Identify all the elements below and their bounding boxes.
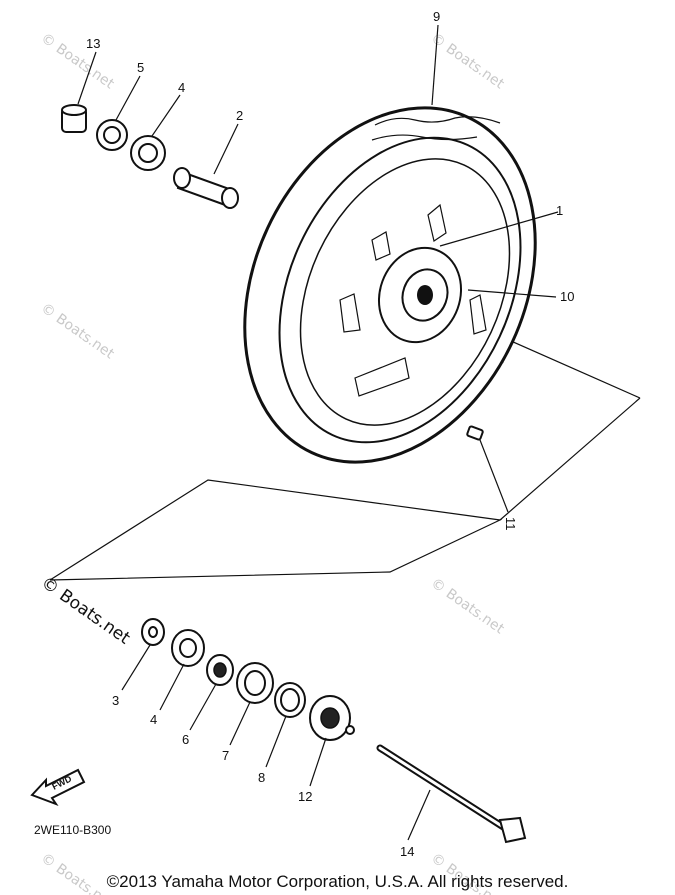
callout-2: 2 <box>236 108 243 123</box>
callout-1: 1 <box>556 203 563 218</box>
part-4-bearing-upper <box>130 135 166 171</box>
callout-6: 6 <box>182 732 189 747</box>
spoke-cutout <box>469 294 487 335</box>
callout-8: 8 <box>258 770 265 785</box>
part-14-axle <box>376 744 527 844</box>
spoke-cutout <box>339 293 361 333</box>
callout-10: 10 <box>560 289 574 304</box>
tread-pattern <box>374 116 501 126</box>
part-3-oil-seal <box>141 618 165 646</box>
leader-lines <box>77 24 559 841</box>
callout-7: 7 <box>222 748 229 763</box>
wheel-assembly <box>243 106 537 464</box>
watermark-5: © Boats.net <box>428 575 508 637</box>
callout-13: 13 <box>86 36 100 51</box>
upper-parts <box>61 104 239 209</box>
spoke-cutout <box>354 357 410 397</box>
spoke-cutout <box>427 203 447 242</box>
callout-11: 11 <box>503 517 518 531</box>
watermark-main: © Boats.net <box>37 573 134 649</box>
hub-center <box>417 285 433 305</box>
callout-numbers: 13 5 4 2 9 1 10 11 3 4 6 7 8 12 14 <box>86 9 574 859</box>
part-12-gear-unit <box>309 695 355 741</box>
callout-9: 9 <box>433 9 440 24</box>
part-8-seal <box>274 682 306 718</box>
watermark-1: © Boats.net <box>38 30 118 92</box>
part-5-bearing <box>96 119 128 151</box>
watermark-2: © Boats.net <box>428 30 508 92</box>
callout-4-upper: 4 <box>178 80 185 95</box>
spoke-cutout <box>371 231 391 261</box>
callout-12: 12 <box>298 789 312 804</box>
diagram-code: 2WE110-B300 <box>34 823 111 837</box>
part-2-spacer-tube <box>173 167 239 209</box>
copyright-notice: ©2013 Yamaha Motor Corporation, U.S.A. A… <box>106 872 569 891</box>
callout-5: 5 <box>137 60 144 75</box>
valve-cap <box>466 425 484 441</box>
part-6-clutch <box>206 654 234 686</box>
fwd-arrow-icon: FWD <box>30 768 86 807</box>
part-7-gear <box>236 662 274 704</box>
part-4-bearing-lower <box>171 629 205 667</box>
watermark-3: © Boats.net <box>38 300 118 362</box>
part-13-spacer <box>61 104 87 133</box>
callout-4-lower: 4 <box>150 712 157 727</box>
callout-3: 3 <box>112 693 119 708</box>
lower-parts <box>141 618 527 844</box>
callout-14: 14 <box>400 844 414 859</box>
